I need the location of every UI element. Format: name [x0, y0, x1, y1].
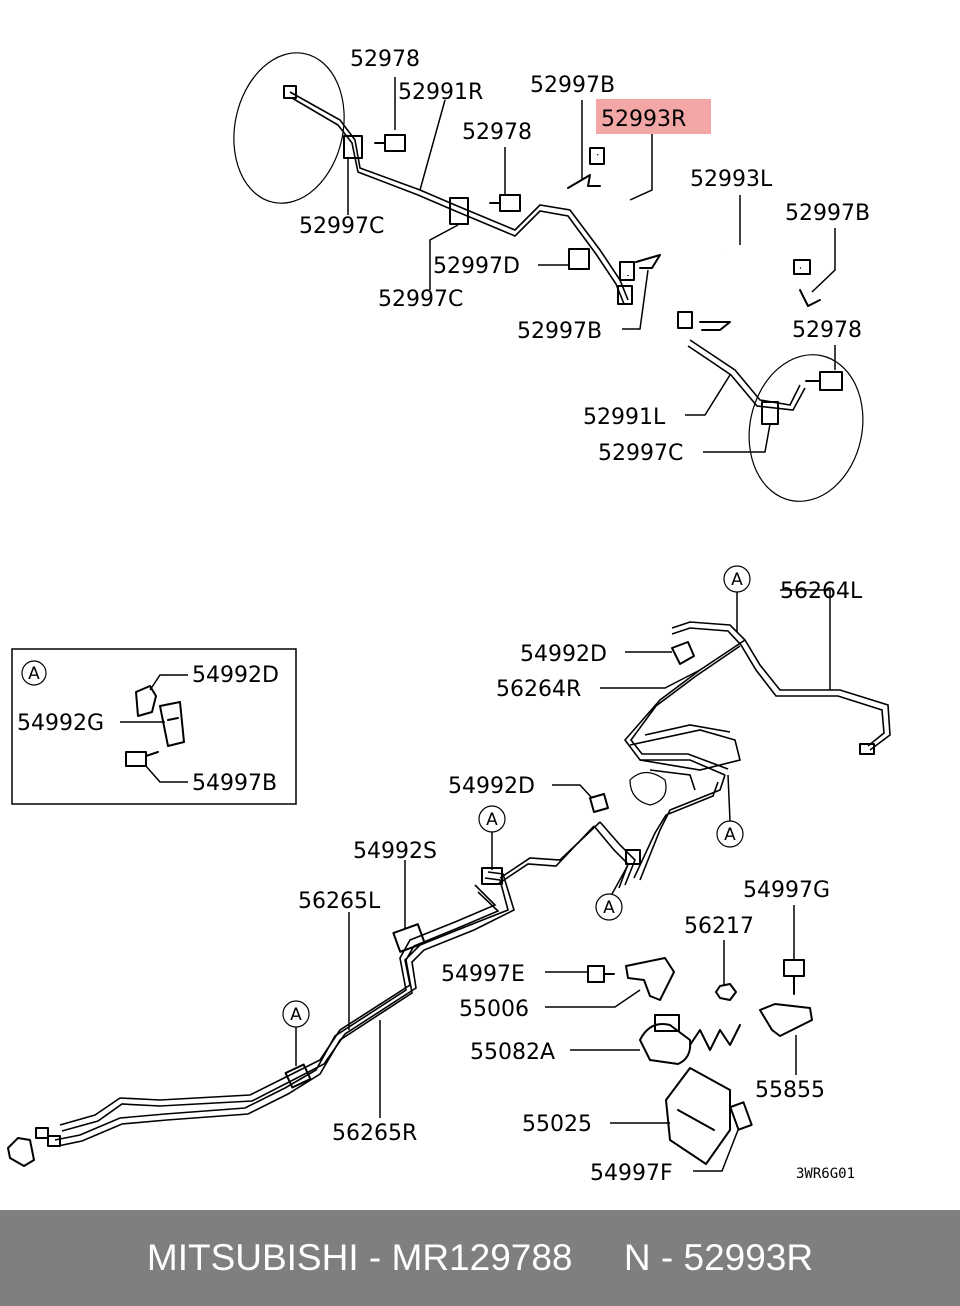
clip-54992s: [392, 923, 426, 953]
bolt-54997e: [587, 965, 615, 983]
highlight-52993r: [596, 99, 711, 134]
bracket-55855: [759, 1003, 813, 1037]
detail-label-54992d: 54992D: [192, 663, 279, 688]
fitting-52978-left: [374, 134, 406, 152]
clip-54992d-upper: [671, 641, 695, 665]
label-54997g: 54997G: [743, 878, 830, 903]
leader-lines-top: [347, 77, 836, 453]
detail-box-marker: A: [21, 660, 47, 686]
sensor-55025: [665, 1067, 731, 1165]
bolt-54997g: [783, 959, 805, 995]
label-56217: 56217: [684, 914, 754, 939]
brake-hose-52993l: [677, 247, 811, 329]
brake-pipe-56265r: [54, 884, 500, 1147]
detail-label-54997b: 54997B: [192, 771, 277, 796]
svg-text:A: A: [724, 825, 736, 845]
left-brake-disc: [233, 52, 345, 204]
clip-52997b-upper: [567, 174, 601, 189]
label-52997d: 52997D: [433, 254, 520, 279]
brake-pipe-52991l: [687, 339, 806, 411]
label-56265r: 56265R: [332, 1121, 417, 1146]
front-fittings: [7, 1127, 61, 1167]
block-52997d: [568, 248, 590, 270]
label-52997c-c: 52997C: [598, 441, 683, 466]
label-52993r: 52993R: [601, 107, 686, 132]
center-pipe-cluster: [629, 724, 741, 806]
clip-52993l-bottom: [699, 321, 731, 331]
nut-56217: [715, 983, 737, 1001]
label-54997e: 54997E: [441, 962, 525, 987]
detail-label-54992g: 54992G: [17, 711, 104, 736]
diagram-code: 3WR6G01: [796, 1166, 855, 1182]
label-52997b-c: 52997B: [517, 319, 602, 344]
label-56264l: 56264L: [780, 579, 863, 604]
svg-text:A: A: [28, 664, 40, 684]
label-55025: 55025: [522, 1112, 592, 1137]
label-54992d-a: 54992D: [520, 642, 607, 667]
valve-55082a: [639, 1014, 741, 1065]
brake-line-parts-diagram: 52978 52991R 52997B 52993R 52978 52993L …: [7, 47, 891, 1186]
fitting-52978-right: [805, 371, 843, 391]
svg-text:A: A: [290, 1005, 302, 1025]
label-52978-b: 52978: [462, 120, 532, 145]
clip-main-pipe-left: [284, 1063, 312, 1089]
label-52991r: 52991R: [398, 80, 483, 105]
brake-pipe-56265l: [59, 871, 515, 1132]
label-54992d-b: 54992D: [448, 774, 535, 799]
marker-a-lower: A: [595, 864, 629, 921]
label-55855: 55855: [755, 1078, 825, 1103]
bracket-52997c-mid: [449, 197, 469, 225]
label-55006: 55006: [459, 997, 529, 1022]
label-52997b-b: 52997B: [785, 201, 870, 226]
footer-bar: MITSUBISHI - MR129788 N - 52993R: [0, 1210, 960, 1306]
bracket-55006: [625, 957, 675, 1001]
clip-main-pipe-right: [625, 849, 641, 865]
marker-a-left: A: [282, 1000, 310, 1066]
bracket-52997c-right: [761, 401, 779, 425]
marker-a-right: A: [716, 774, 744, 848]
label-52978-c: 52978: [792, 318, 862, 343]
label-54992s: 54992S: [353, 839, 437, 864]
label-52997c-a: 52997C: [299, 214, 384, 239]
svg-text:A: A: [603, 898, 615, 918]
clip-52997b-lower: [635, 254, 661, 269]
label-52993l: 52993L: [690, 167, 773, 192]
clip-54992d-lower: [589, 793, 609, 813]
brake-pipe-56264l: [671, 621, 891, 755]
label-52978-a: 52978: [350, 47, 420, 72]
bracket-54992g-detail: [159, 701, 185, 747]
label-52997b-a: 52997B: [530, 73, 615, 98]
brake-hose-52993r: [589, 147, 635, 305]
label-52997c-b: 52997C: [378, 287, 463, 312]
leader-lines-detail: [120, 674, 188, 783]
right-brake-disc: [748, 354, 864, 502]
bolt-54997f: [729, 1101, 753, 1131]
clip-52997b-right: [799, 289, 821, 307]
label-56265l: 56265L: [298, 889, 381, 914]
leader-lines-bottom: [348, 589, 831, 1172]
bracket-52997c-left: [343, 135, 363, 159]
marker-a-mid: A: [478, 805, 506, 870]
label-54997f: 54997F: [590, 1161, 673, 1186]
footer-text: MITSUBISHI - MR129788 N - 52993R: [146, 1237, 814, 1278]
label-52991l: 52991L: [583, 405, 666, 430]
svg-text:A: A: [486, 810, 498, 830]
clip-54992d-detail: [135, 685, 157, 717]
fitting-52978-mid: [489, 194, 521, 212]
detail-box-a: [11, 648, 297, 805]
marker-a-top: A: [723, 565, 751, 632]
middle-pipes: [497, 821, 636, 889]
label-56264r: 56264R: [496, 677, 581, 702]
label-55082a: 55082A: [470, 1040, 555, 1065]
svg-text:A: A: [731, 570, 743, 590]
clip-main-pipe-mid: [481, 867, 503, 885]
bolt-54997b-detail: [125, 751, 159, 767]
